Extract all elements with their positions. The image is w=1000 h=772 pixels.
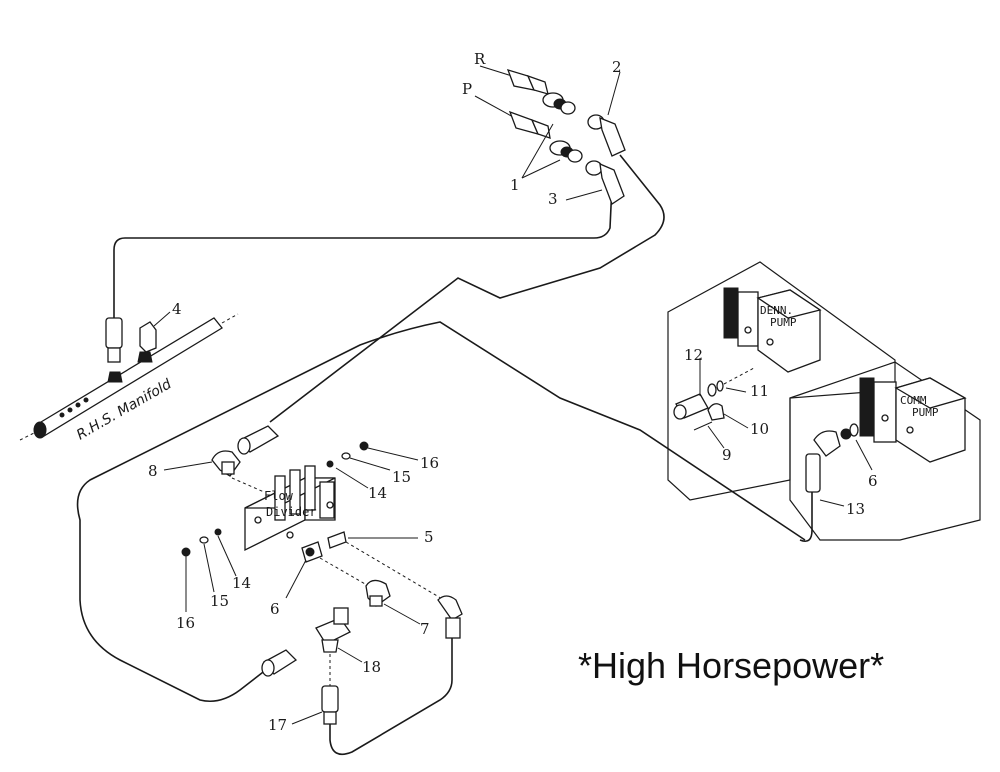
denn-pump-label-1: DENN. bbox=[760, 304, 793, 317]
hose-end-upper bbox=[237, 425, 280, 455]
callout-9: 9 bbox=[722, 446, 732, 464]
elbow-hose-end-13 bbox=[805, 430, 841, 493]
hose-pump-to-tee bbox=[76, 321, 806, 703]
hose-return-to-flow-divider bbox=[269, 154, 665, 423]
nut-16-right bbox=[359, 441, 369, 451]
elbow-fitting-8 bbox=[211, 450, 241, 477]
flow-divider-label-2: Divider bbox=[266, 505, 317, 519]
denn-pump-label-2: PUMP bbox=[770, 316, 797, 329]
rhs-manifold bbox=[19, 313, 239, 441]
fitting-return-port bbox=[506, 69, 549, 95]
comm-pump bbox=[859, 377, 967, 463]
fitting-6-divider bbox=[301, 541, 323, 563]
elbow-fitting-7 bbox=[365, 579, 391, 607]
callout-6-pump: 6 bbox=[868, 472, 878, 490]
fitting-3 bbox=[585, 160, 625, 205]
callout-15-left: 15 bbox=[210, 592, 229, 610]
callout-8: 8 bbox=[148, 462, 158, 480]
washer-15-left bbox=[199, 536, 209, 544]
bolt-9 bbox=[693, 421, 713, 431]
fitting-5 bbox=[327, 531, 347, 549]
clamp-10 bbox=[707, 403, 725, 421]
cap-4 bbox=[139, 321, 157, 353]
callout-16-left: 16 bbox=[176, 614, 195, 632]
fitting-pressure-port bbox=[508, 110, 551, 139]
callout-1: 1 bbox=[510, 176, 520, 194]
fitting-1-upper bbox=[542, 92, 576, 115]
callout-12: 12 bbox=[684, 346, 703, 364]
flow-divider bbox=[244, 465, 336, 552]
callout-13: 13 bbox=[846, 500, 865, 518]
fitting-2 bbox=[587, 114, 626, 157]
callout-7: 7 bbox=[420, 620, 430, 638]
comm-pump-label-2: PUMP bbox=[912, 406, 939, 419]
washer-15-right bbox=[341, 452, 351, 460]
hose-end-12 bbox=[673, 393, 709, 420]
hose-tee-return bbox=[329, 632, 453, 756]
oring-11 bbox=[707, 383, 717, 397]
callout-10: 10 bbox=[750, 420, 769, 438]
seal-14-left bbox=[214, 528, 222, 536]
fitting-6-pump bbox=[840, 423, 859, 440]
tee-fitting-18 bbox=[315, 607, 351, 653]
fitting-1-lower bbox=[549, 140, 583, 163]
callout-14-left: 14 bbox=[232, 574, 251, 592]
manifold-hose-end bbox=[105, 317, 123, 363]
hose-end-17 bbox=[321, 685, 339, 725]
callout-15-right: 15 bbox=[392, 468, 411, 486]
seal-14-right bbox=[326, 460, 334, 468]
callout-3: 3 bbox=[548, 190, 558, 208]
hose-pressure-to-manifold bbox=[113, 177, 613, 318]
callout-14-right: 14 bbox=[368, 484, 387, 502]
callout-4: 4 bbox=[172, 300, 182, 318]
diagram-title: *High Horsepower* bbox=[578, 645, 885, 686]
flow-divider-label-1: Flow bbox=[264, 489, 294, 503]
callout-6-divider: 6 bbox=[270, 600, 280, 618]
hose-end-lower-left bbox=[261, 649, 298, 677]
comm-pump-label-1: COMM bbox=[900, 394, 927, 407]
callout-11: 11 bbox=[750, 382, 769, 400]
callout-18: 18 bbox=[362, 658, 381, 676]
callout-2: 2 bbox=[612, 58, 622, 76]
elbow-hose-end-right bbox=[437, 595, 463, 639]
port-label-pressure: P bbox=[462, 80, 472, 98]
callout-17: 17 bbox=[268, 716, 287, 734]
callout-5: 5 bbox=[424, 528, 434, 546]
nut-16-left bbox=[181, 547, 191, 557]
callout-16-right: 16 bbox=[420, 454, 439, 472]
washer-11 bbox=[716, 380, 724, 392]
port-label-return: R bbox=[474, 50, 486, 68]
comm-pump-panel bbox=[789, 361, 981, 541]
denn-pump bbox=[723, 287, 822, 373]
